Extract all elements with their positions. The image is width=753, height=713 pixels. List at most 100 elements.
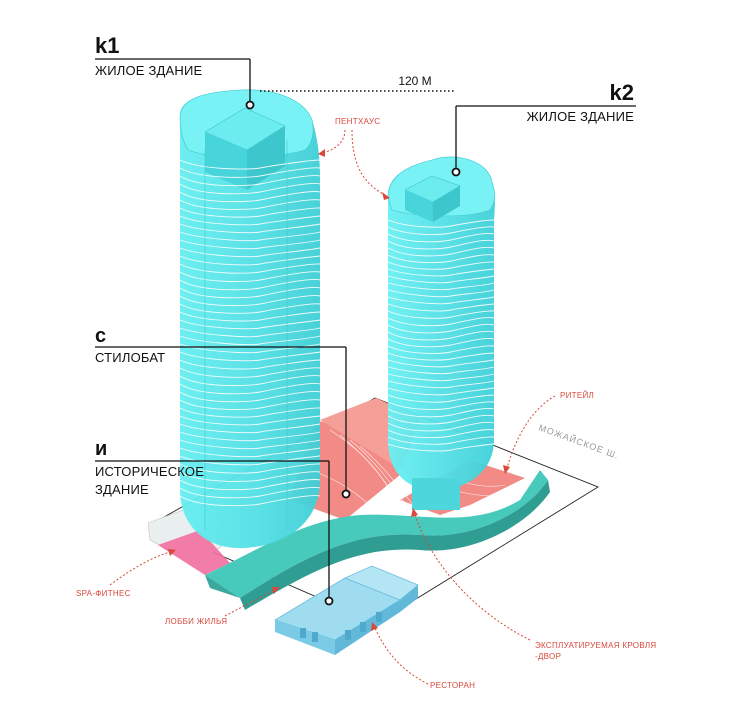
floor-line: [179, 191, 321, 203]
floor-line: [387, 246, 495, 257]
floor-line: [387, 282, 495, 291]
floor-line: [387, 387, 495, 396]
lobby-label: ЛОББИ ЖИЛЬЯ: [165, 617, 227, 626]
tower-k1: [179, 89, 321, 549]
floor-line: [387, 373, 495, 382]
floor-line: [387, 421, 495, 432]
floor-line: [179, 207, 321, 218]
floor-line: [387, 436, 495, 445]
height-label: 120 М: [398, 74, 431, 88]
k2-pointer-dot: [451, 167, 461, 177]
c-pointer-dot: [341, 489, 351, 499]
floor-line: [387, 254, 495, 263]
k2-title: ЖИЛОЕ ЗДАНИЕ: [527, 109, 635, 124]
tower-k2: [387, 156, 495, 510]
floor-line: [179, 471, 321, 482]
label-k1: k1 ЖИЛОЕ ЗДАНИЕ: [95, 33, 255, 110]
floor-line: [387, 394, 495, 403]
floor-line: [179, 247, 321, 258]
floor-line: [179, 431, 321, 442]
c-title: СТИЛОБАТ: [95, 350, 165, 365]
floor-line: [387, 219, 495, 228]
floor-line: [179, 423, 321, 434]
floor-line: [387, 414, 495, 425]
floor-line: [387, 275, 495, 284]
floor-line: [387, 323, 495, 334]
floor-line: [387, 443, 495, 452]
annotation-spa: SPA-ФИТНЕС: [76, 549, 176, 598]
floor-line: [387, 239, 495, 250]
floor-line: [387, 401, 495, 410]
floor-line: [179, 199, 321, 210]
annotation-restaurant: РЕСТОРАН: [371, 622, 475, 690]
spa-label: SPA-ФИТНЕС: [76, 589, 131, 598]
annotation-penthouse: ПЕНТХАУС: [318, 117, 390, 200]
floor-line: [387, 296, 495, 305]
floor-line: [179, 486, 321, 499]
floor-line: [387, 303, 495, 312]
floor-line: [387, 359, 495, 368]
floor-line: [179, 407, 321, 418]
i-pointer-dot: [324, 596, 334, 606]
label-historic: и ИСТОРИЧЕСКОЕ ЗДАНИЕ: [95, 438, 334, 606]
floor-line: [387, 408, 495, 418]
floor-line: [387, 226, 495, 235]
floor-line: [179, 415, 321, 426]
floor-line: [387, 429, 495, 439]
floor-line: [179, 367, 321, 378]
k1-pointer-dot: [245, 100, 255, 110]
label-k2: k2 ЖИЛОЕ ЗДАНИЕ: [451, 80, 636, 177]
floor-line: [387, 338, 495, 348]
historic-building: [274, 565, 419, 655]
floor-line: [179, 303, 321, 314]
floor-line: [179, 223, 321, 234]
roof-label-line2: -ДВОР: [535, 652, 561, 661]
annotation-retail: РИТЕЙЛ: [503, 391, 594, 474]
annotation-roof: ЭКСПЛУАТИРУЕМАЯ КРОВЛЯ -ДВОР: [411, 508, 657, 661]
floor-line: [387, 310, 495, 319]
height-marker: 120 М: [260, 74, 455, 92]
floor-line: [179, 263, 321, 274]
floor-line: [179, 231, 321, 242]
penthouse-label: ПЕНТХАУС: [335, 117, 380, 126]
floor-line: [179, 391, 321, 403]
floor-line: [387, 233, 495, 243]
floor-line: [387, 352, 495, 361]
roof-label-line1: ЭКСПЛУАТИРУЕМАЯ КРОВЛЯ: [535, 641, 657, 650]
floor-line: [387, 289, 495, 298]
floor-line: [179, 239, 321, 250]
floor-line: [179, 295, 321, 307]
floor-line: [179, 359, 321, 370]
floor-line: [179, 215, 321, 226]
floor-line: [179, 167, 321, 178]
k1-title: ЖИЛОЕ ЗДАНИЕ: [95, 63, 203, 78]
floor-line: [387, 268, 495, 277]
i-code: и: [95, 438, 107, 460]
floor-line: [179, 175, 321, 187]
c-code: с: [95, 325, 106, 347]
i-title-line2: ЗДАНИЕ: [95, 482, 149, 497]
floor-line: [179, 271, 321, 282]
floor-line: [179, 255, 321, 266]
floor-line: [179, 182, 321, 195]
floor-line: [179, 447, 321, 458]
annotation-road: МОЖАЙСКОЕ Ш.: [537, 422, 621, 461]
floor-line: [387, 330, 495, 341]
floor-line: [179, 335, 321, 346]
floor-line: [387, 345, 495, 354]
floor-line: [179, 382, 321, 395]
floor-line: [179, 327, 321, 338]
retail-label: РИТЕЙЛ: [560, 391, 594, 400]
floor-line: [179, 375, 321, 387]
stylobate-podium: [147, 398, 550, 610]
road-label: МОЖАЙСКОЕ Ш.: [537, 422, 621, 461]
k2-code: k2: [610, 80, 634, 105]
floor-line: [179, 495, 321, 507]
restaurant-label: РЕСТОРАН: [430, 681, 475, 690]
floor-line: [179, 311, 321, 322]
floor-line: [387, 380, 495, 389]
floor-line: [387, 317, 495, 327]
floor-line: [387, 366, 495, 375]
label-stylobate: с СТИЛОБАТ: [95, 325, 351, 499]
